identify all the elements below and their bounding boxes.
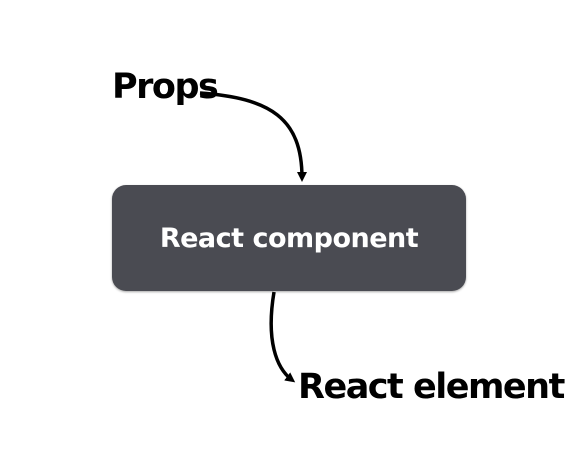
react-component-box: React component bbox=[112, 185, 466, 291]
react-component-label: React component bbox=[159, 222, 419, 254]
arrow-props-to-component bbox=[199, 91, 307, 182]
props-label: Props bbox=[112, 67, 219, 107]
react-element-label: React element bbox=[298, 367, 565, 407]
arrow-component-to-element bbox=[269, 291, 296, 383]
